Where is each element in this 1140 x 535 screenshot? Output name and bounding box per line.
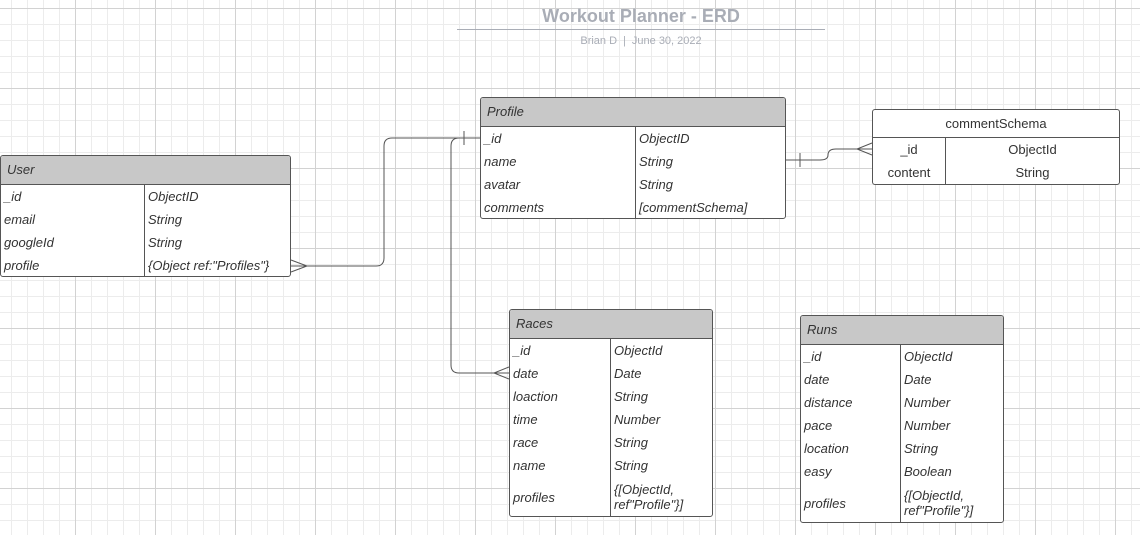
field-name: _id xyxy=(1,185,145,208)
field-type: Date xyxy=(614,366,642,381)
field-type: String xyxy=(639,154,673,169)
field-name: comments xyxy=(481,196,636,218)
entity-row: profiles{[ObjectId, ref"Profile"}] xyxy=(510,477,712,516)
field-type: [commentSchema] xyxy=(639,200,748,215)
date-label: June 30, 2022 xyxy=(631,35,702,47)
field-type: {[ObjectId, ref"Profile"}] xyxy=(904,488,974,518)
field-type: Date xyxy=(904,372,932,387)
field-name: _id xyxy=(873,138,946,161)
field-type: ObjectId xyxy=(1008,142,1057,157)
entity-row: content String xyxy=(873,161,1119,184)
field-name: loaction xyxy=(510,385,611,408)
entity-row: _id ObjectId xyxy=(873,138,1119,161)
comment-schema-entity[interactable]: commentSchema _id ObjectId content String xyxy=(872,109,1120,185)
field-name: date xyxy=(801,368,901,391)
field-type: String xyxy=(1015,165,1050,180)
field-name: googleId xyxy=(1,231,145,254)
field-type: String xyxy=(614,389,648,404)
field-type: String xyxy=(614,458,648,473)
profile-entity-title: Profile xyxy=(481,98,785,127)
field-type: {[ObjectId, ref"Profile"}] xyxy=(614,482,684,512)
profile-races-connector xyxy=(450,137,509,374)
profile-comment-connector xyxy=(786,148,872,161)
field-type: ObjectID xyxy=(639,131,690,146)
field-name: name xyxy=(510,454,611,477)
user-profile-connector xyxy=(291,137,480,267)
field-name: race xyxy=(510,431,611,454)
field-name: profile xyxy=(1,254,145,276)
diagram-title: Workout Planner - ERD xyxy=(542,6,740,26)
field-name: avatar xyxy=(481,173,636,196)
field-name: email xyxy=(1,208,145,231)
diagram-subtitle: Brian D | June 30, 2022 xyxy=(457,35,825,47)
entity-row: comments[commentSchema] xyxy=(481,196,785,218)
field-type: String xyxy=(639,177,673,192)
field-name: profiles xyxy=(510,477,611,516)
field-type: {Object ref:"Profiles"} xyxy=(148,258,270,273)
field-name: distance xyxy=(801,391,901,414)
field-name: easy xyxy=(801,460,901,483)
field-name: _id xyxy=(510,339,611,362)
field-name: content xyxy=(873,161,946,184)
field-name: name xyxy=(481,150,636,173)
field-name: time xyxy=(510,408,611,431)
comment-schema-title: commentSchema xyxy=(873,110,1119,138)
user-entity-title: User xyxy=(1,156,290,185)
comment-crow-foot-icon xyxy=(855,142,873,156)
field-type: Number xyxy=(614,412,661,427)
field-type: String xyxy=(148,212,182,227)
runs-entity-title: Runs xyxy=(801,316,1003,345)
field-type: ObjectID xyxy=(148,189,199,204)
field-name: location xyxy=(801,437,901,460)
field-name: date xyxy=(510,362,611,385)
races-crow-foot-icon xyxy=(492,366,510,380)
field-type: Number xyxy=(904,395,951,410)
field-name: pace xyxy=(801,414,901,437)
field-name: profiles xyxy=(801,483,901,522)
field-type: Number xyxy=(904,418,951,433)
entity-row: profiles{[ObjectId, ref"Profile"}] xyxy=(801,483,1003,522)
field-type: String xyxy=(904,441,938,456)
field-type: String xyxy=(148,235,182,250)
field-type: ObjectId xyxy=(904,349,953,364)
subtitle-separator: | xyxy=(623,35,626,47)
races-entity-title: Races xyxy=(510,310,712,339)
field-type: ObjectId xyxy=(614,343,663,358)
field-type: String xyxy=(614,435,648,450)
field-name: _id xyxy=(801,345,901,368)
field-type: Boolean xyxy=(904,464,952,479)
user-crow-foot-icon xyxy=(290,259,309,273)
field-name: _id xyxy=(481,127,636,150)
author-label: Brian D xyxy=(580,35,618,47)
title-underline xyxy=(457,29,825,30)
entity-row: profile{Object ref:"Profiles"} xyxy=(1,254,290,276)
